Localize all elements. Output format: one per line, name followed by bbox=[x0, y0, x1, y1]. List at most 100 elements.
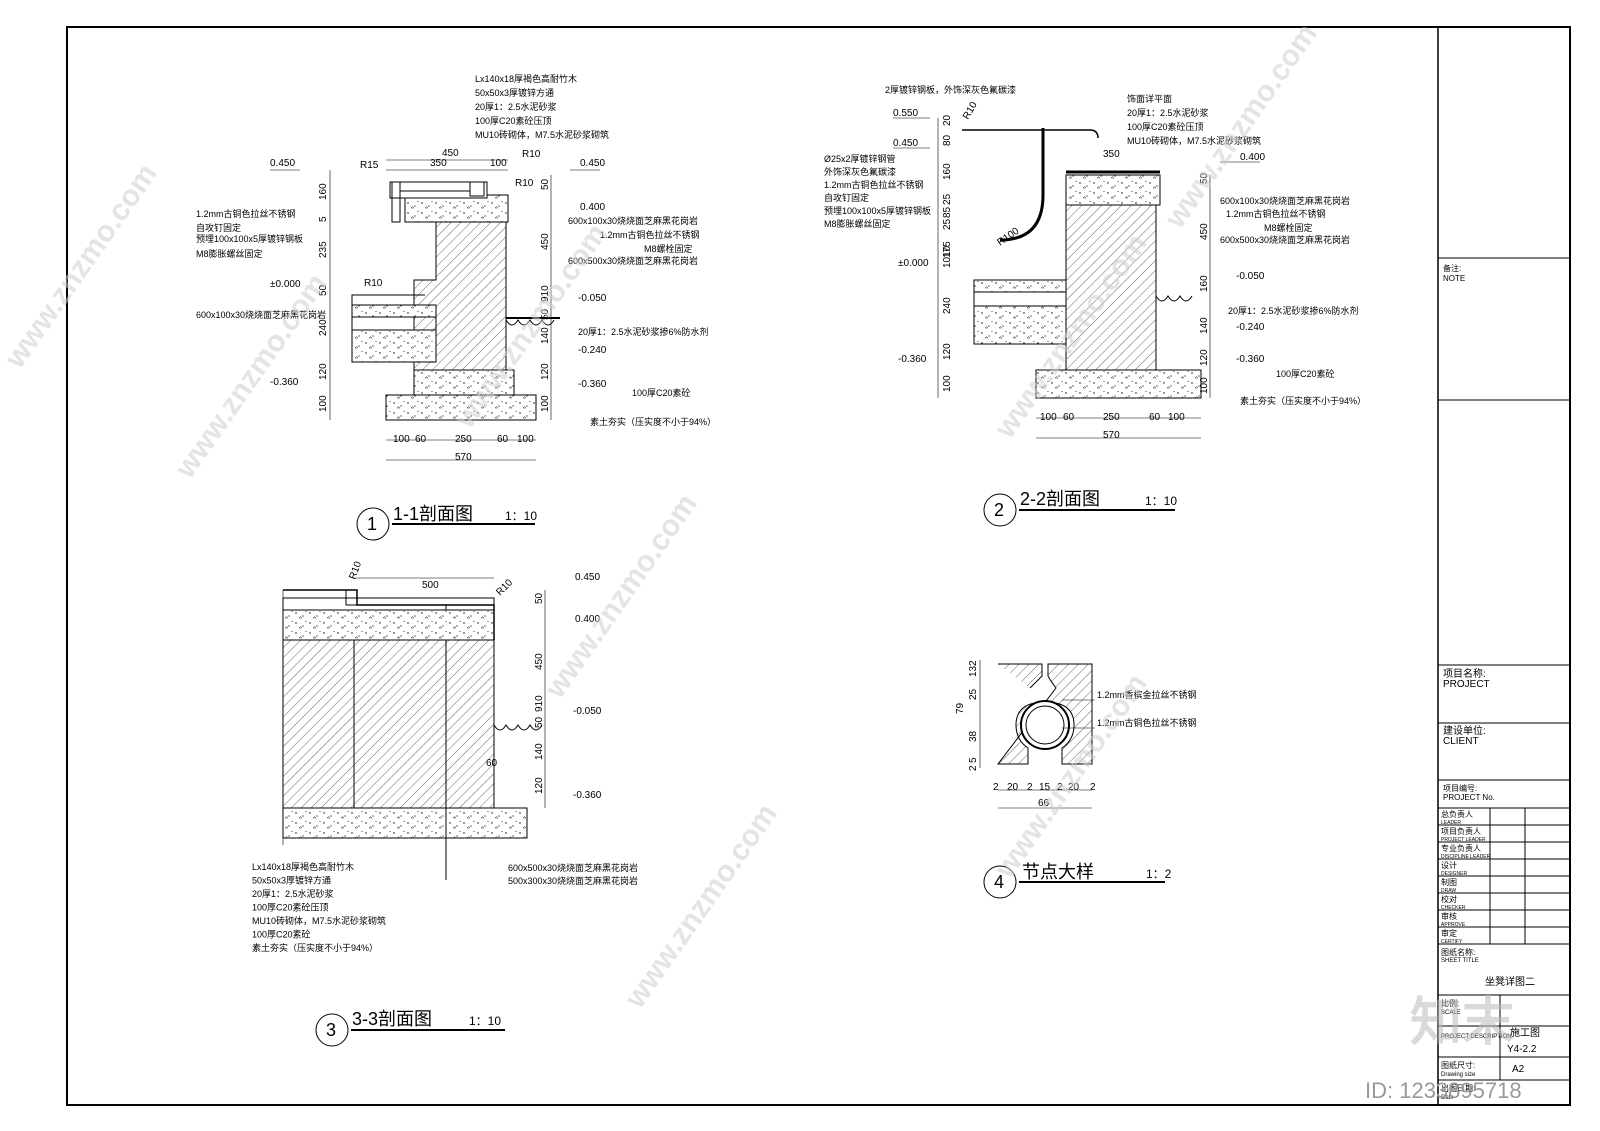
dimension: 450 bbox=[442, 148, 459, 159]
dimension: 160 bbox=[942, 163, 953, 180]
elevation-mark: 0.450 bbox=[893, 138, 918, 149]
dimension: 100 bbox=[393, 434, 410, 445]
dimension: 100 bbox=[1168, 412, 1185, 423]
dimension: 20 bbox=[942, 114, 953, 126]
radius-label: R15 bbox=[360, 160, 379, 171]
dimension: 5 bbox=[318, 216, 329, 222]
detail4-note: 1.2mm香槟金拉丝不锈钢 bbox=[1097, 689, 1197, 700]
dimension: 100 bbox=[540, 395, 551, 412]
tb-role-en: CERTIFY bbox=[1441, 939, 1463, 945]
dimension: 500 bbox=[422, 580, 439, 591]
section2-note: 预埋100x100x5厚镀锌钢板 bbox=[824, 205, 931, 216]
tb-role-en: DRAW bbox=[1441, 888, 1456, 894]
tb-stage-en: PROJECT DESCRIPTION bbox=[1441, 1034, 1512, 1040]
section1-note: M8螺栓固定 bbox=[644, 243, 693, 254]
dimension: 100 bbox=[490, 158, 507, 169]
radius-label: R10 bbox=[347, 560, 364, 581]
tb-project-no-label: 项目编号: bbox=[1443, 783, 1477, 793]
section1-note: 600x100x30烧烧面芝麻黑花岗岩 bbox=[196, 309, 326, 320]
dimension: 240 bbox=[942, 297, 953, 314]
dimension: 80 bbox=[942, 134, 953, 146]
section2-note: 100厚C20素砼压顶 bbox=[1127, 121, 1204, 132]
tb-role-label: 项目负责人 bbox=[1441, 826, 1481, 836]
elevation-mark: -0.360 bbox=[898, 354, 927, 365]
section2-note: M8膨胀螺丝固定 bbox=[824, 218, 891, 229]
section2-note: 饰面详平面 bbox=[1127, 93, 1172, 104]
dimension: 60 bbox=[1063, 412, 1075, 423]
dimension: 100 bbox=[517, 434, 534, 445]
tb-size-en: Drawing size bbox=[1441, 1072, 1476, 1078]
watermark-site: www.znzmo.com bbox=[538, 488, 704, 705]
dimension: 2 bbox=[968, 765, 979, 771]
tb-size-value: A2 bbox=[1512, 1064, 1525, 1075]
watermark-site: www.znzmo.com bbox=[988, 668, 1154, 885]
dimension: 235 bbox=[318, 241, 329, 258]
elevation-mark: 0.450 bbox=[580, 158, 605, 169]
radius-label: R10 bbox=[961, 100, 980, 122]
dimension: 85 bbox=[942, 206, 953, 218]
section2-note: 1.2mm古铜色拉丝不锈钢 bbox=[1226, 208, 1326, 219]
section2-note: 600x500x30烧烧面芝麻黑花岗岩 bbox=[1220, 234, 1350, 245]
tb-drawing-no: Y4-2.2 bbox=[1507, 1044, 1537, 1055]
elevation-mark: ±0.000 bbox=[898, 258, 929, 269]
dimension: 60 bbox=[497, 434, 509, 445]
radius-label: R10 bbox=[364, 278, 383, 289]
detail-4-scale: 1：2 bbox=[1146, 867, 1172, 881]
tb-role-en: DESIGNER bbox=[1441, 871, 1468, 877]
dimension: 100 bbox=[942, 375, 953, 392]
dimension: 50 bbox=[534, 592, 545, 604]
dimension: 450 bbox=[1199, 223, 1210, 240]
elevation-mark: -0.050 bbox=[1236, 271, 1265, 282]
section1-note: 1.2mm古铜色拉丝不锈钢 bbox=[600, 229, 700, 240]
tb-scale-label: 比例: bbox=[1441, 998, 1459, 1008]
section2-note: 600x100x30烧烧面芝麻黑花岗岩 bbox=[1220, 195, 1350, 206]
dimension: 50 bbox=[540, 178, 551, 190]
dimension: 250 bbox=[455, 434, 472, 445]
tb-role-en: CHECKER bbox=[1441, 905, 1466, 911]
section2-note: 素土夯实（压实度不小于94%） bbox=[1240, 395, 1366, 406]
tb-role-en: LEADER bbox=[1441, 820, 1461, 826]
section-2-title: 2-2剖面图 bbox=[1020, 489, 1100, 509]
section1-note: 20厚1：2.5水泥砂浆 bbox=[475, 101, 557, 112]
section1-note: 素土夯实（压实度不小于94%） bbox=[590, 416, 716, 427]
elevation-mark: -0.240 bbox=[1236, 322, 1265, 333]
elevation-mark: -0.360 bbox=[578, 379, 607, 390]
dimension: 20 bbox=[1007, 782, 1019, 793]
elevation-mark: ±0.000 bbox=[270, 279, 301, 290]
section3-note: 500x300x30烧烧面芝麻黑花岗岩 bbox=[508, 875, 638, 886]
dimension: 350 bbox=[1103, 149, 1120, 160]
section3-note: 100厚C20素砼压顶 bbox=[252, 902, 329, 913]
section1-note: 50x50x3厚镀锌方通 bbox=[475, 87, 554, 98]
section3-note: 100厚C20素砼 bbox=[252, 929, 311, 940]
dimension: 50 bbox=[540, 308, 551, 320]
tb-client-en: CLIENT bbox=[1443, 736, 1479, 747]
section2-note: MU10砖砌体，M7.5水泥砂浆砌筑 bbox=[1127, 135, 1261, 146]
elevation-mark: -0.240 bbox=[578, 345, 607, 356]
section2-note: 自攻钉固定 bbox=[824, 192, 869, 203]
watermark-site: www.znzmo.com bbox=[618, 798, 784, 1015]
tb-role-en: PROJECT LEADER bbox=[1441, 837, 1486, 843]
tb-project-no-en: PROJECT No. bbox=[1443, 793, 1495, 802]
tb-role-en: DISCIPLINE LEADER bbox=[1441, 854, 1491, 860]
dimension: 160 bbox=[318, 183, 329, 200]
dimension: 25 bbox=[942, 218, 953, 230]
section-1-scale: 1：10 bbox=[505, 509, 537, 523]
section2-note: 20厚1：2.5水泥砂浆掺6%防水剂 bbox=[1228, 305, 1359, 316]
tb-stage-value: 施工图 bbox=[1510, 1026, 1540, 1039]
tb-role-label: 制图 bbox=[1441, 877, 1457, 887]
section3-note: 20厚1：2.5水泥砂浆 bbox=[252, 888, 334, 899]
tb-role-label: 专业负责人 bbox=[1441, 843, 1481, 853]
dimension: 50 bbox=[534, 716, 545, 728]
dimension: 140 bbox=[540, 327, 551, 344]
section1-note: Lx140x18厚褐色高耐竹木 bbox=[475, 73, 577, 84]
tb-note-label: 备注: bbox=[1443, 263, 1461, 273]
detail4-note: 1.2mm古铜色拉丝不锈钢 bbox=[1097, 717, 1197, 728]
dimension: 100 bbox=[1040, 412, 1057, 423]
dimension: 120 bbox=[942, 343, 953, 360]
section1-note: 自攻钉固定 bbox=[196, 222, 241, 233]
elevation-mark: -0.050 bbox=[573, 706, 602, 717]
section2-note: 100厚C20素砼 bbox=[1276, 368, 1335, 379]
dimension: 25 bbox=[942, 193, 953, 205]
